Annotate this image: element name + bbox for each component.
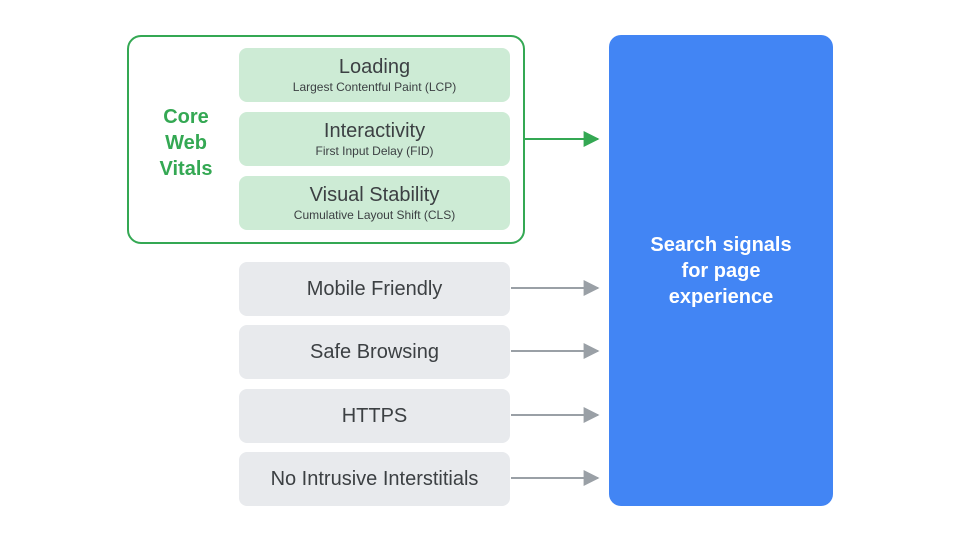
core-web-vitals-label-line-3: Vitals	[159, 158, 213, 180]
metric-box-interactivity: Interactivity First Input Delay (FID)	[239, 112, 510, 166]
signal-title: HTTPS	[341, 404, 408, 427]
metric-subtitle: First Input Delay (FID)	[315, 143, 434, 158]
core-web-vitals-group	[127, 35, 525, 244]
page-experience-label: Search signals for page experience	[650, 233, 792, 308]
metric-subtitle: Cumulative Layout Shift (CLS)	[293, 207, 456, 222]
metric-title: Interactivity	[323, 119, 426, 142]
core-web-vitals-label-line-1: Core	[163, 106, 209, 128]
signal-box-safe-browsing: Safe Browsing	[239, 325, 510, 379]
signal-title: No Intrusive Interstitials	[270, 467, 479, 490]
metric-box-visual-stability: Visual Stability Cumulative Layout Shift…	[239, 176, 510, 230]
core-web-vitals-label: Core Web Vitals	[146, 104, 226, 182]
core-web-vitals-label-line-2: Web	[165, 132, 207, 154]
metric-title: Visual Stability	[309, 183, 440, 206]
metric-title: Loading	[338, 55, 411, 78]
signal-box-no-intrusive-interstitials: No Intrusive Interstitials	[239, 452, 510, 506]
page-experience-box: Search signals for page experience	[609, 35, 833, 506]
signal-title: Safe Browsing	[310, 340, 439, 363]
signal-box-mobile-friendly: Mobile Friendly	[239, 262, 510, 316]
signal-title: Mobile Friendly	[306, 277, 443, 300]
signal-box-https: HTTPS	[239, 389, 510, 443]
metric-box-loading: Loading Largest Contentful Paint (LCP)	[239, 48, 510, 102]
metric-subtitle: Largest Contentful Paint (LCP)	[292, 79, 457, 94]
